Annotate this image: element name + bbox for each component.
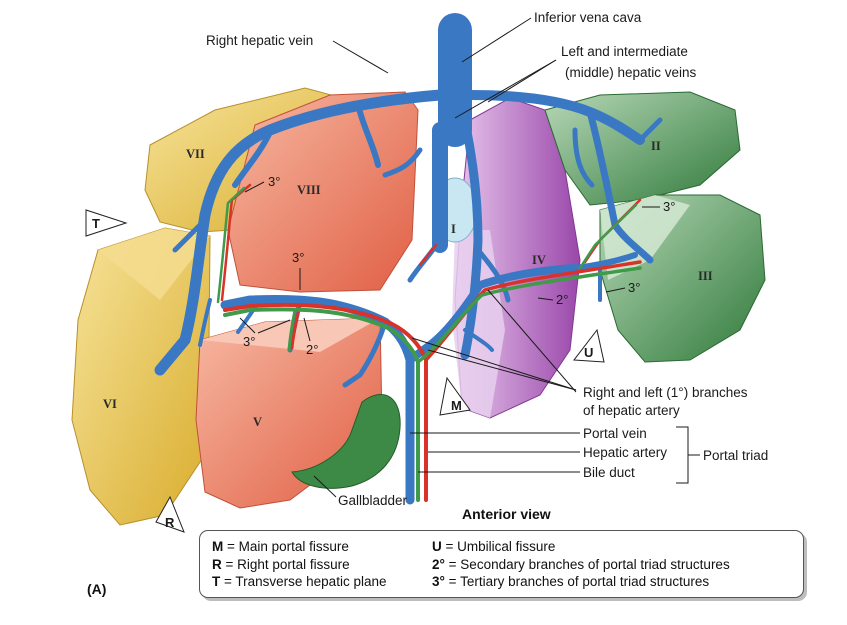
figure-label: (A) <box>87 581 107 597</box>
segment-label-vii: VII <box>186 147 205 161</box>
secondary-mark-right: 2° <box>306 342 318 357</box>
label-leaders <box>313 17 700 498</box>
secondary-mark-left: 2° <box>556 292 568 307</box>
label-right-hepatic-vein: Right hepatic vein <box>206 33 313 48</box>
tertiary-mark-iii: 3° <box>628 280 640 295</box>
gallbladder <box>291 394 401 489</box>
segment-label-viii: VIII <box>297 183 321 197</box>
label-left-intermediate-2: (middle) hepatic veins <box>565 65 697 80</box>
legend-left-column: M = Main portal fissure R = Right portal… <box>212 538 386 591</box>
legend-box: M = Main portal fissure R = Right portal… <box>199 530 804 598</box>
legend-row-tertiary: 3° = Tertiary branches of portal triad s… <box>432 574 710 589</box>
legend-right-column: U = Umbilical fissure 2° = Secondary bra… <box>432 538 730 591</box>
fissure-marker-r: R <box>155 495 185 533</box>
svg-text:U: U <box>584 345 593 360</box>
label-portal-triad: Portal triad <box>703 448 768 463</box>
segment-label-vi: VI <box>103 397 117 411</box>
legend-row-secondary: 2° = Secondary branches of portal triad … <box>432 556 730 572</box>
segment-label-v: V <box>253 415 262 429</box>
svg-text:T: T <box>92 216 100 231</box>
tertiary-mark-right-upper: 3° <box>292 250 304 265</box>
fissure-marker-m: M <box>439 376 471 416</box>
view-title: Anterior view <box>462 506 551 522</box>
label-branches-2: of hepatic artery <box>583 403 680 418</box>
legend-row-t: T = Transverse hepatic plane <box>212 574 387 589</box>
label-portal-vein: Portal vein <box>583 426 647 441</box>
tertiary-mark-ii: 3° <box>663 199 675 214</box>
tertiary-mark-right-lower: 3° <box>243 334 255 349</box>
tertiary-mark-viii: 3° <box>268 174 280 189</box>
label-left-intermediate-1: Left and intermediate <box>561 44 688 59</box>
svg-text:R: R <box>165 515 175 530</box>
label-inferior-vena-cava: Inferior vena cava <box>534 10 642 25</box>
segment-label-iv: IV <box>532 253 546 267</box>
legend-row-u: U = Umbilical fissure <box>432 539 556 554</box>
label-hepatic-artery: Hepatic artery <box>583 445 667 460</box>
label-bile-duct: Bile duct <box>583 465 635 480</box>
order-mark-leaders <box>239 181 660 342</box>
label-branches-1: Right and left (1°) branches <box>583 385 748 400</box>
svg-text:M: M <box>451 398 462 413</box>
segment-label-ii: II <box>651 139 661 153</box>
legend-row-r: R = Right portal fissure <box>212 556 350 572</box>
fissure-marker-t: T <box>85 209 128 237</box>
fissure-marker-u: U <box>573 328 605 363</box>
bile-ducts <box>216 186 642 502</box>
segment-label-iii: III <box>698 269 713 283</box>
label-gallbladder: Gallbladder <box>338 493 408 508</box>
segment-label-i: I <box>451 222 456 236</box>
legend-row-m: M = Main portal fissure <box>212 539 349 554</box>
segment-iv-face <box>452 230 505 418</box>
